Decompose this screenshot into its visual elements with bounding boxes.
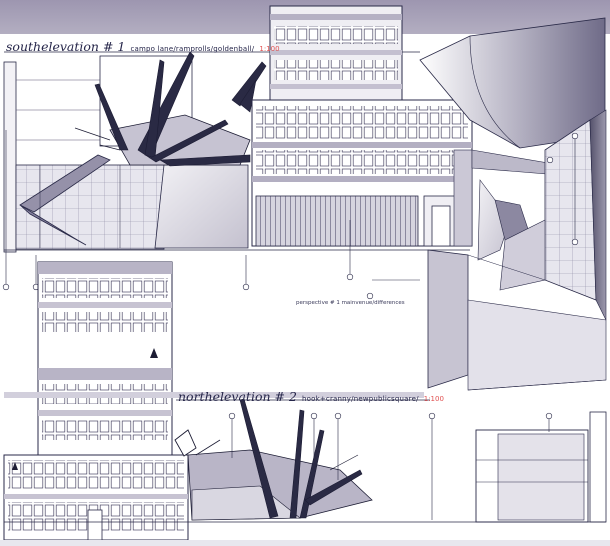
south-elevation-scale: 1:100 <box>259 45 280 53</box>
north-elevation-title: northelevation # 2 <box>178 389 297 404</box>
north-right-building <box>475 411 607 523</box>
north-lower-block <box>3 454 189 541</box>
north-elevation-subtitle: hook+cranny/newpublicsquare/ <box>302 395 419 403</box>
south-pin-markers <box>2 130 579 300</box>
south-main-building <box>251 99 473 247</box>
perspective-note: perspective # 1 mainvenue/differences <box>296 300 405 306</box>
south-ramp-structure <box>3 55 249 253</box>
north-elevation-caption: northelevation # 2 hook+cranny/newpublic… <box>178 386 444 405</box>
north-spike-sculpture <box>174 398 373 521</box>
south-elevation-title: southelevation # 1 <box>6 39 126 54</box>
south-tower <box>269 5 403 101</box>
north-pin-markers <box>228 412 553 520</box>
north-tower <box>37 261 173 463</box>
north-elevation-scale: 1:100 <box>423 395 444 403</box>
south-spike-sculpture <box>74 51 267 167</box>
south-elevation-caption: southelevation # 1 campo lane/ramprolls/… <box>6 36 280 55</box>
south-elevation-subtitle: campo lane/ramprolls/goldenball/ <box>130 45 255 53</box>
perspective-view <box>419 17 607 391</box>
